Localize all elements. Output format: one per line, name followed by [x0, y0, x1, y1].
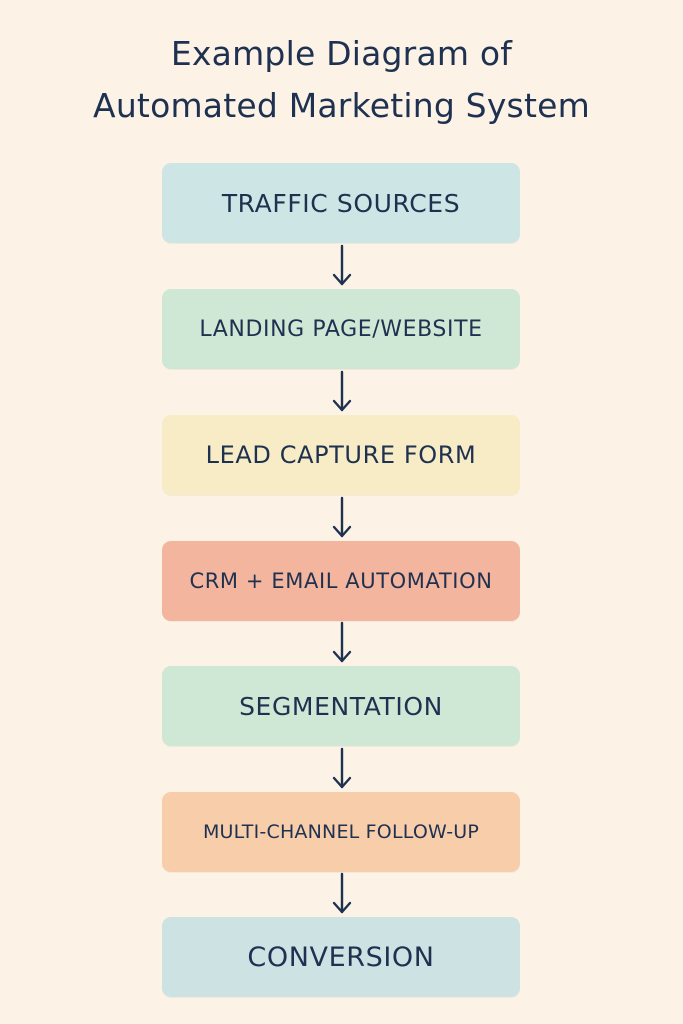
step-conversion: CONVERSION	[162, 917, 520, 997]
title-line-1: Example Diagram of	[170, 34, 513, 73]
step-multi-channel-follow-up: MULTI-CHANNEL FOLLOW-UP	[162, 792, 520, 872]
step-lead-capture-form: LEAD CAPTURE FORM	[162, 415, 520, 495]
diagram-title: Example Diagram of Automated Marketing S…	[0, 28, 683, 132]
step-label: SEGMENTATION	[239, 691, 443, 721]
arrow-down-icon	[332, 244, 352, 286]
step-label: TRAFFIC SOURCES	[221, 188, 461, 218]
step-label: LANDING PAGE/WEBSITE	[199, 316, 483, 342]
arrow-down-icon	[332, 496, 352, 538]
step-traffic-sources: TRAFFIC SOURCES	[162, 163, 520, 243]
step-segmentation: SEGMENTATION	[162, 666, 520, 746]
title-line-2: Automated Marketing System	[93, 86, 590, 125]
step-landing-page: LANDING PAGE/WEBSITE	[162, 289, 520, 369]
arrow-down-icon	[332, 747, 352, 789]
step-label: CONVERSION	[247, 941, 435, 973]
arrow-down-icon	[332, 370, 352, 412]
step-label: MULTI-CHANNEL FOLLOW-UP	[202, 821, 480, 843]
step-label: CRM + EMAIL AUTOMATION	[189, 569, 493, 593]
arrow-down-icon	[332, 872, 352, 914]
arrow-down-icon	[332, 621, 352, 663]
step-crm-email-automation: CRM + EMAIL AUTOMATION	[162, 541, 520, 621]
step-label: LEAD CAPTURE FORM	[205, 441, 477, 469]
